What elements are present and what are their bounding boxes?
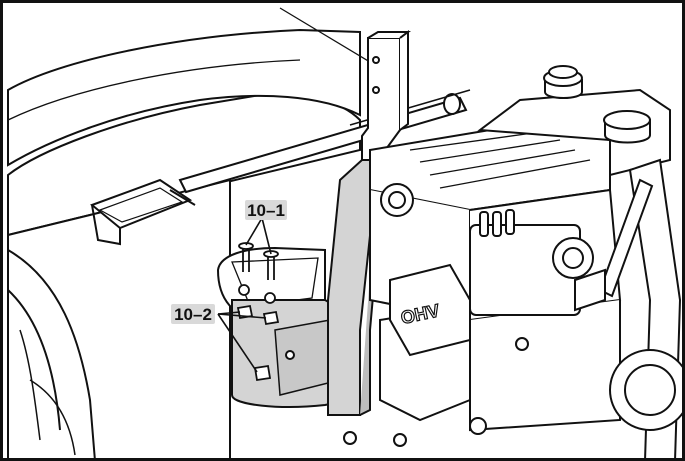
fuel-tank xyxy=(477,65,671,177)
ohv-valve-cover: OHV xyxy=(389,263,471,357)
callout-10-2-background xyxy=(171,304,215,324)
leader-10-2-c xyxy=(217,313,258,373)
housing-top-cover xyxy=(7,7,401,167)
auger-housing xyxy=(7,92,361,461)
handle-frame xyxy=(574,158,685,461)
leader-10-2-b xyxy=(217,313,267,319)
callout-10-2-label: 10–2 xyxy=(174,305,212,324)
callout-10-1: 10–1 xyxy=(245,200,287,220)
leader-10-1-a xyxy=(245,217,263,246)
callout-10-1-background xyxy=(245,200,287,220)
crank-bracket xyxy=(90,178,196,246)
callout-10-2: 10–2 xyxy=(171,304,215,324)
leader-lines xyxy=(217,217,272,373)
leader-10-1-b xyxy=(261,217,272,255)
nuts-10-2 xyxy=(236,304,280,382)
callout-10-1-label: 10–1 xyxy=(247,201,285,220)
